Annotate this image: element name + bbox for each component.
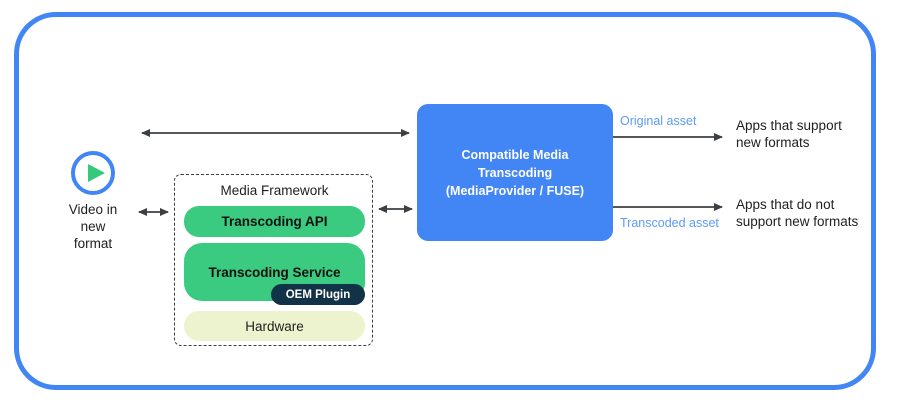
transcoding-api-box: Transcoding API (184, 206, 365, 237)
transcoding-api-label: Transcoding API (221, 214, 328, 229)
oem-plugin-label: OEM Plugin (285, 288, 351, 301)
cmt-line1: Compatible Media (461, 147, 569, 162)
cmt-text-block: Compatible Media Transcoding (MediaProvi… (440, 146, 590, 200)
cmt-line2: Transcoding (477, 165, 553, 180)
compatible-media-transcoding-box: Compatible Media Transcoding (MediaProvi… (417, 104, 613, 241)
apps-that-support-label: Apps that support new formats (736, 117, 842, 151)
video-source-label: Video in new format (40, 201, 146, 252)
play-circle-icon (71, 151, 115, 195)
apps-that-do-not-support-label: Apps that do not support new formats (736, 196, 858, 230)
play-triangle-icon (88, 164, 105, 182)
hardware-box: Hardware (184, 311, 365, 341)
apps-that-do-not-support-line1: Apps that do not (736, 197, 835, 212)
video-source-label-line2: new (80, 219, 106, 234)
media-framework-group: Media Framework Transcoding API Transcod… (174, 174, 373, 346)
apps-that-do-not-support-line2: support new formats (736, 214, 859, 229)
apps-that-support-line2: new formats (736, 135, 810, 150)
apps-that-support-line1: Apps that support (736, 118, 842, 133)
transcoding-service-label: Transcoding Service (208, 264, 341, 280)
cmt-line3: (MediaProvider / FUSE) (445, 183, 585, 198)
oem-plugin-badge: OEM Plugin (271, 284, 365, 305)
video-source-label-line1: Video in (68, 202, 118, 217)
media-framework-title: Media Framework (220, 183, 329, 198)
transcoded-asset-label: Transcoded asset (620, 216, 719, 230)
hardware-label: Hardware (245, 318, 304, 334)
original-asset-label: Original asset (620, 114, 697, 128)
video-source-label-line3: format (73, 236, 113, 251)
